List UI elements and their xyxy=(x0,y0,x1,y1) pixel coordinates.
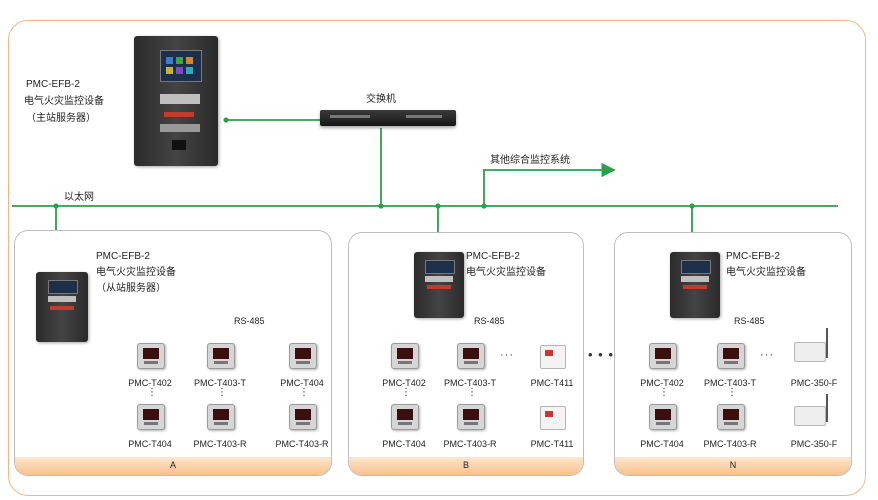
meter-device xyxy=(717,404,745,430)
meter-device xyxy=(457,343,485,369)
meter-device xyxy=(137,404,165,430)
device-label: PMC-T403-T xyxy=(443,378,497,388)
meter-device xyxy=(137,343,165,369)
rs485-label: RS-485 xyxy=(234,316,265,326)
other-systems-label: 其他综合监控系统 xyxy=(490,155,570,166)
rs485-label: RS-485 xyxy=(474,316,505,326)
slave-server-cabinet xyxy=(670,252,720,318)
between-panels-ellipsis: • • • xyxy=(588,347,614,362)
device-label: PMC-T403-R xyxy=(275,439,329,449)
device-label: PMC-350-F xyxy=(790,439,838,449)
breaker-device xyxy=(540,406,566,430)
antenna-icon xyxy=(826,328,828,358)
device-label: PMC-T402 xyxy=(640,378,684,388)
device-label: PMC-T403-T xyxy=(193,378,247,388)
meter-device xyxy=(391,343,419,369)
more-devices-ellipsis: ⋮ xyxy=(217,387,227,398)
antenna-icon xyxy=(826,394,828,422)
wireless-meter-device xyxy=(794,406,826,426)
rs485-label: RS-485 xyxy=(734,316,765,326)
main-server-cabinet xyxy=(134,36,218,166)
meter-device xyxy=(391,404,419,430)
junction-dot xyxy=(481,203,487,209)
device-label: PMC-350-F xyxy=(790,378,838,388)
main-server-name: 电气火灾监控设备 xyxy=(24,96,104,107)
device-label: PMC-T411 xyxy=(530,439,574,449)
junction-dot xyxy=(53,203,59,209)
more-devices-ellipsis: ⋮ xyxy=(401,387,411,398)
meter-device xyxy=(649,404,677,430)
slave-server-cabinet xyxy=(414,252,464,318)
device-label: PMC-T402 xyxy=(382,378,426,388)
junction-dot xyxy=(689,203,695,209)
device-label: PMC-T403-R xyxy=(703,439,757,449)
junction-dot xyxy=(435,203,441,209)
meter-device xyxy=(649,343,677,369)
device-label: PMC-T402 xyxy=(128,378,172,388)
meter-device xyxy=(717,343,745,369)
breaker-device xyxy=(540,345,566,369)
slave-server-name: 电气火灾监控设备 xyxy=(466,267,546,278)
more-devices-ellipsis: ··· xyxy=(760,349,774,361)
wireless-meter-device xyxy=(794,342,826,362)
outer-frame xyxy=(8,20,866,496)
device-label: PMC-T404 xyxy=(640,439,684,449)
meter-device xyxy=(207,343,235,369)
more-devices-ellipsis: ⋮ xyxy=(147,387,157,398)
meter-device xyxy=(457,404,485,430)
substation-panel-a: A xyxy=(14,230,332,476)
panel-label: B xyxy=(462,460,470,470)
other-systems-link xyxy=(483,162,616,206)
more-devices-ellipsis: ⋮ xyxy=(727,387,737,398)
device-label: PMC-T404 xyxy=(382,439,426,449)
panel-label: N xyxy=(729,460,737,470)
slave-server-name: 电气火灾监控设备 xyxy=(96,267,176,278)
slave-server-cabinet xyxy=(36,272,88,342)
more-devices-ellipsis: ⋮ xyxy=(659,387,669,398)
more-devices-ellipsis: ⋮ xyxy=(299,387,309,398)
slave-server-role: （从站服务器） xyxy=(96,283,166,294)
slave-server-model: PMC-EFB-2 xyxy=(466,251,520,262)
slave-server-name: 电气火灾监控设备 xyxy=(726,267,806,278)
main-server-role: （主站服务器） xyxy=(26,113,96,124)
switch-label: 交换机 xyxy=(366,94,396,105)
junction-dot xyxy=(378,203,384,209)
slave-server-model: PMC-EFB-2 xyxy=(726,251,780,262)
device-label: PMC-T404 xyxy=(280,378,324,388)
more-devices-ellipsis: ⋮ xyxy=(467,387,477,398)
main-server-model: PMC-EFB-2 xyxy=(26,79,80,90)
device-label: PMC-T404 xyxy=(128,439,172,449)
meter-device xyxy=(207,404,235,430)
network-switch xyxy=(320,110,456,126)
device-label: PMC-T403-R xyxy=(193,439,247,449)
device-label: PMC-T403-T xyxy=(703,378,757,388)
junction-dot xyxy=(223,117,229,123)
ethernet-label: 以太网 xyxy=(64,192,94,203)
device-label: PMC-T403-R xyxy=(443,439,497,449)
meter-device xyxy=(289,404,317,430)
meter-device xyxy=(289,343,317,369)
panel-label: A xyxy=(169,460,177,470)
slave-server-model: PMC-EFB-2 xyxy=(96,251,150,262)
device-label: PMC-T411 xyxy=(530,378,574,388)
more-devices-ellipsis: ··· xyxy=(500,349,514,361)
